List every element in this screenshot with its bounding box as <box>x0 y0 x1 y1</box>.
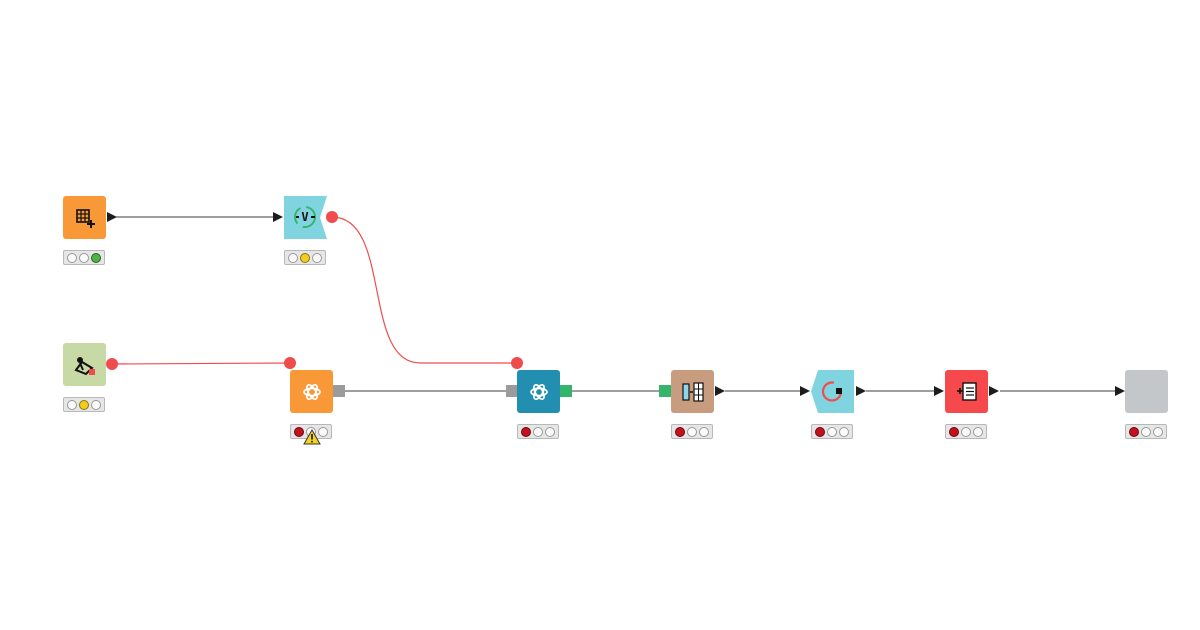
status-light-off <box>961 426 971 437</box>
status-light-off <box>827 426 837 437</box>
status-traffic-light-loop-end <box>811 424 853 439</box>
input-port-variable-loop[interactable] <box>273 212 283 222</box>
status-light-yellow <box>79 399 89 410</box>
status-traffic-light-prompter <box>671 424 713 439</box>
status-light-off <box>839 426 849 437</box>
status-light-off <box>67 252 77 263</box>
status-light-off <box>533 426 543 437</box>
status-traffic-light-credentials <box>63 397 105 412</box>
input-port-table-writer[interactable] <box>934 386 944 396</box>
model-input-port-connector[interactable] <box>506 385 518 397</box>
status-light-red <box>675 426 685 437</box>
status-light-off <box>1153 426 1163 437</box>
variable-loop-start-node[interactable]: V <box>284 196 327 239</box>
flow-variable-port-connector[interactable] <box>511 357 523 369</box>
flow-variable-port-credentials[interactable] <box>106 358 118 370</box>
status-light-red <box>815 426 825 437</box>
status-traffic-light-variable-loop <box>284 250 326 265</box>
status-traffic-light-table-writer <box>945 424 987 439</box>
status-traffic-light-connector <box>517 424 559 439</box>
flow-connection-credentials-to-authenticator[interactable] <box>111 362 291 365</box>
openai-authenticator-node[interactable] <box>290 370 333 413</box>
status-light-off <box>79 252 89 263</box>
status-light-off <box>288 252 298 263</box>
status-light-off <box>1141 426 1151 437</box>
prompter-icon <box>681 381 704 402</box>
status-light-red <box>521 426 531 437</box>
openai-llm-connector-node[interactable] <box>517 370 560 413</box>
input-port-loop-end[interactable] <box>800 386 810 396</box>
status-light-green <box>91 252 101 263</box>
output-port-table-creator[interactable] <box>107 212 117 222</box>
status-light-red <box>294 426 304 437</box>
status-traffic-light-table-creator <box>63 250 105 265</box>
status-light-off <box>687 426 697 437</box>
status-light-red <box>1129 426 1139 437</box>
variable-loop-icon: V <box>284 196 327 239</box>
input-port-empty-node[interactable] <box>1115 386 1125 396</box>
table-writer-node[interactable] <box>945 370 988 413</box>
status-light-red <box>949 426 959 437</box>
output-port-table-writer[interactable] <box>989 386 999 396</box>
llm-input-port-prompter[interactable] <box>659 385 671 397</box>
model-output-port-authenticator[interactable] <box>333 385 345 397</box>
status-light-off <box>91 399 101 410</box>
status-light-off <box>312 252 322 263</box>
credentials-node[interactable] <box>63 343 106 386</box>
status-light-off <box>973 426 983 437</box>
flow-variable-port-authenticator[interactable] <box>284 357 296 369</box>
llm-prompter-node[interactable] <box>671 370 714 413</box>
openai-icon <box>529 383 548 400</box>
status-traffic-light-placeholder <box>1125 424 1167 439</box>
svg-text:V: V <box>301 210 308 224</box>
credentials-icon <box>73 356 95 375</box>
table-creator-node[interactable] <box>63 196 106 239</box>
warning-icon[interactable] <box>303 429 321 445</box>
output-port-prompter[interactable] <box>715 386 725 396</box>
output-port-loop-end[interactable] <box>856 386 866 396</box>
status-light-off <box>67 399 77 410</box>
table-writer-icon <box>956 381 977 401</box>
placeholder-node[interactable] <box>1125 370 1168 413</box>
table-add-icon <box>75 208 95 228</box>
flow-variable-port-variable-loop[interactable] <box>326 211 338 223</box>
status-light-off <box>545 426 555 437</box>
status-light-yellow <box>300 252 310 263</box>
flow-connection-loop-to-connector[interactable] <box>331 216 517 364</box>
loop-end-icon <box>811 370 854 413</box>
status-light-off <box>699 426 709 437</box>
llm-output-port-connector[interactable] <box>560 385 572 397</box>
status-light-off <box>318 426 328 437</box>
loop-end-node[interactable] <box>811 370 854 413</box>
openai-icon <box>302 383 321 400</box>
